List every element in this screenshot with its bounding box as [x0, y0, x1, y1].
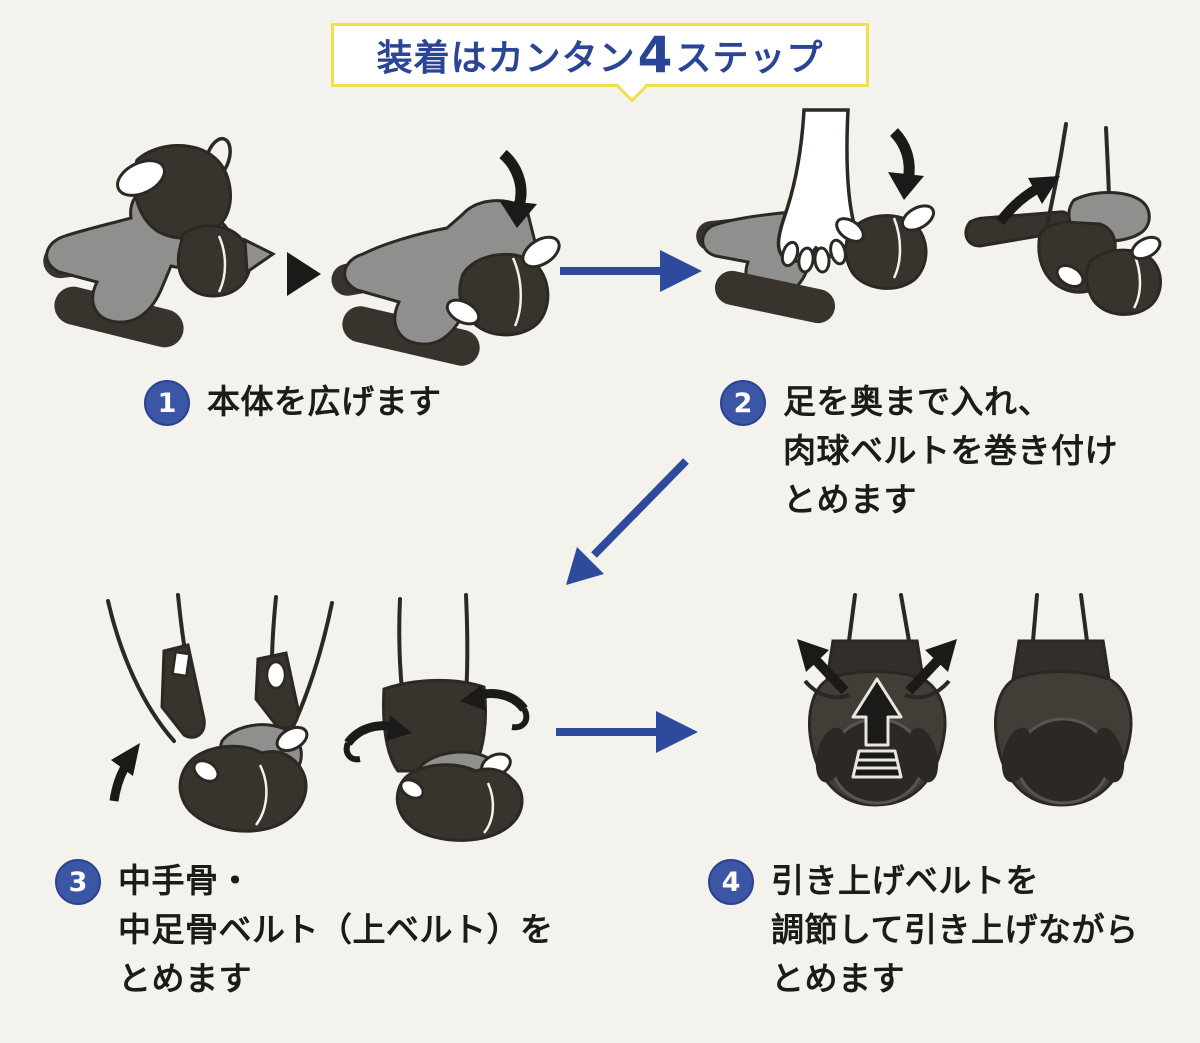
boot-opening-illustration — [43, 136, 561, 366]
step3-text-line2: 中足骨ベルト（上ベルト）を — [118, 910, 554, 949]
paw-inserting — [696, 108, 936, 324]
pullup-belt-illustration — [797, 593, 1133, 807]
boot-finished — [994, 593, 1133, 807]
top-belt-illustration — [106, 593, 530, 842]
flow-arrow-2 — [552, 708, 702, 756]
step4-caption: 4 引き上げベルトを 調節して引き上げながら とめます — [708, 856, 1139, 1003]
belt-wrapping — [964, 122, 1162, 316]
next-triangle-icon — [287, 252, 321, 296]
press-down-arrow-icon — [499, 149, 527, 208]
step2-number-badge: 2 — [720, 380, 766, 426]
step2-text-line3: とめます — [783, 480, 917, 519]
step1-text: 本体を広げます — [207, 382, 442, 421]
press-down-arrow-icon — [889, 128, 915, 182]
right-arrow-icon — [560, 250, 702, 292]
step2-text-line2: 肉球ベルトを巻き付け — [783, 431, 1118, 470]
step2-illustration — [696, 106, 1168, 361]
belt-loose — [106, 593, 334, 833]
title-step-count: 4 — [637, 26, 674, 84]
step3-caption: 3 中手骨・ 中足骨ベルト（上ベルト）を とめます — [55, 856, 554, 1003]
insert-paw-illustration — [696, 108, 1162, 324]
step1-number-badge: 1 — [144, 380, 190, 426]
step2-text-line1: 足を奥まで入れ、 — [783, 382, 1052, 421]
step4-text-line3: とめます — [771, 959, 905, 998]
step1-caption: 1 本体を広げます — [144, 377, 442, 426]
step3-number-badge: 3 — [55, 859, 101, 905]
title-prefix: 装着はカンタン — [376, 38, 636, 79]
boot-pulling-up — [797, 593, 957, 807]
boot-folded — [43, 136, 276, 348]
boot-opened — [331, 149, 561, 366]
step3-text-line1: 中手骨・ — [118, 861, 252, 900]
step2-caption: 2 足を奥まで入れ、 肉球ベルトを巻き付け とめます — [720, 377, 1118, 524]
step1-illustration — [35, 136, 565, 366]
step4-number-badge: 4 — [708, 859, 754, 905]
step4-text-line1: 引き上げベルトを — [771, 861, 1039, 900]
step4-illustration — [783, 593, 1143, 848]
flow-arrow-diagonal — [558, 455, 693, 595]
title-suffix: ステップ — [675, 38, 824, 79]
right-arrow-icon — [556, 711, 698, 753]
step4-text-line2: 調節して引き上げながら — [771, 910, 1139, 949]
down-left-arrow-icon — [566, 458, 689, 585]
step3-text-line3: とめます — [118, 959, 252, 998]
step3-illustration — [80, 593, 560, 848]
lift-up-arrow-icon — [851, 677, 903, 747]
belt-fastened — [343, 593, 530, 842]
flow-arrow-1 — [556, 248, 706, 294]
